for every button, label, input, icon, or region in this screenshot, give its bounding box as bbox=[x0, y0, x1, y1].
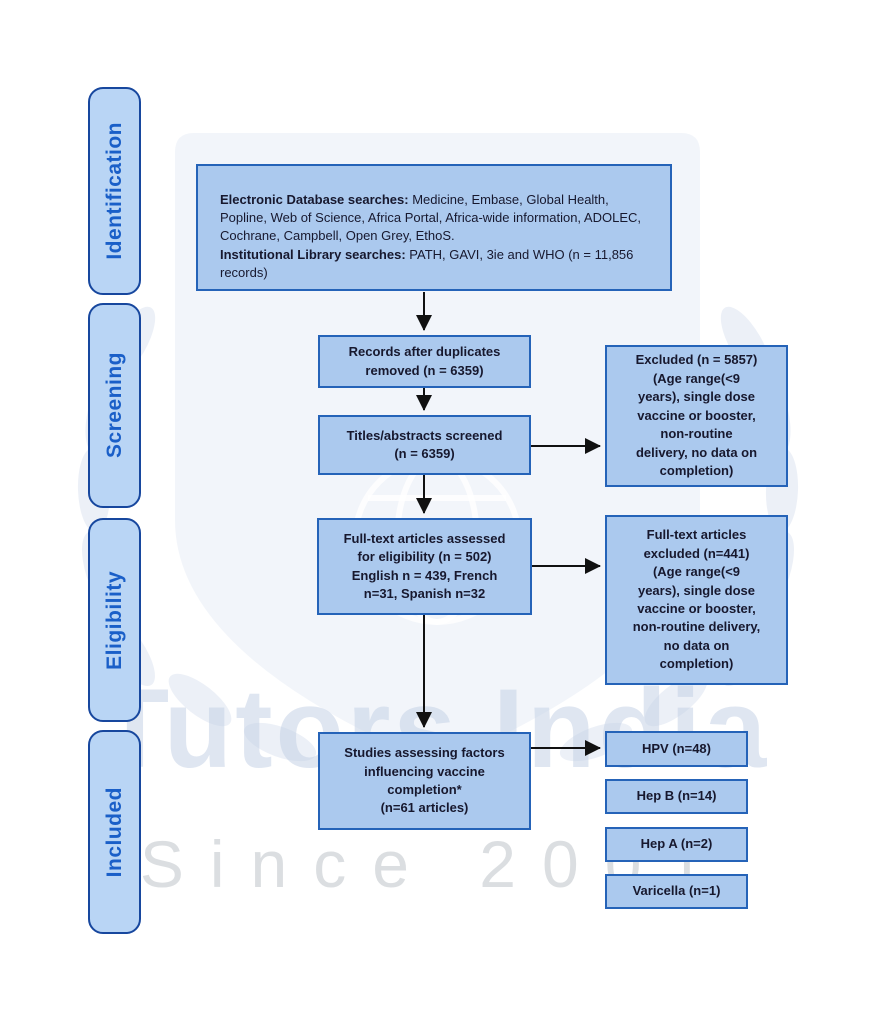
fulltext-assessed-box: Full-text articles assessed for eligibil… bbox=[317, 518, 532, 615]
stage-identification-label: Identification bbox=[102, 122, 126, 260]
institutional-search-label: Institutional Library searches: bbox=[220, 246, 406, 262]
excluded-fulltext-box: Full-text articles excluded (n=441) (Age… bbox=[605, 515, 788, 685]
outcome-hepb-text: Hep B (n=14) bbox=[636, 788, 717, 804]
records-after-duplicates-text: Records after duplicates removed (n = 63… bbox=[348, 344, 501, 378]
electronic-search-label: Electronic Database searches: bbox=[220, 192, 409, 207]
stage-screening-label: Screening bbox=[102, 352, 126, 459]
outcome-hepa-text: Hep A (n=2) bbox=[640, 836, 713, 852]
search-sources-box: Electronic Database searches: Medicine, … bbox=[196, 164, 672, 291]
studies-included-text: Studies assessing factors influencing va… bbox=[344, 745, 505, 816]
titles-abstracts-screened-box: Titles/abstracts screened (n = 6359) bbox=[318, 415, 531, 475]
stage-eligibility: Eligibility bbox=[88, 518, 141, 722]
records-after-duplicates-box: Records after duplicates removed (n = 63… bbox=[318, 335, 531, 388]
outcome-hepa-box: Hep A (n=2) bbox=[605, 827, 748, 862]
studies-included-box: Studies assessing factors influencing va… bbox=[318, 732, 531, 830]
excluded-fulltext-text: Full-text articles excluded (n=441) (Age… bbox=[632, 527, 761, 672]
fulltext-assessed-text: Full-text articles assessed for eligibil… bbox=[343, 530, 506, 601]
stage-eligibility-label: Eligibility bbox=[102, 570, 126, 670]
outcome-varicella-box: Varicella (n=1) bbox=[605, 874, 748, 909]
stage-identification: Identification bbox=[88, 87, 141, 295]
excluded-screening-text: Excluded (n = 5857) (Age range(<9 years)… bbox=[635, 352, 758, 479]
stage-included-label: Included bbox=[102, 786, 126, 878]
outcome-hpv-text: HPV (n=48) bbox=[642, 740, 711, 756]
stage-screening: Screening bbox=[88, 303, 141, 508]
outcome-varicella-text: Varicella (n=1) bbox=[632, 883, 721, 899]
excluded-screening-box: Excluded (n = 5857) (Age range(<9 years)… bbox=[605, 345, 788, 487]
outcome-hpv-box: HPV (n=48) bbox=[605, 731, 748, 767]
stage-included: Included bbox=[88, 730, 141, 934]
titles-abstracts-screened-text: Titles/abstracts screened (n = 6359) bbox=[346, 427, 503, 461]
outcome-hepb-box: Hep B (n=14) bbox=[605, 779, 748, 814]
